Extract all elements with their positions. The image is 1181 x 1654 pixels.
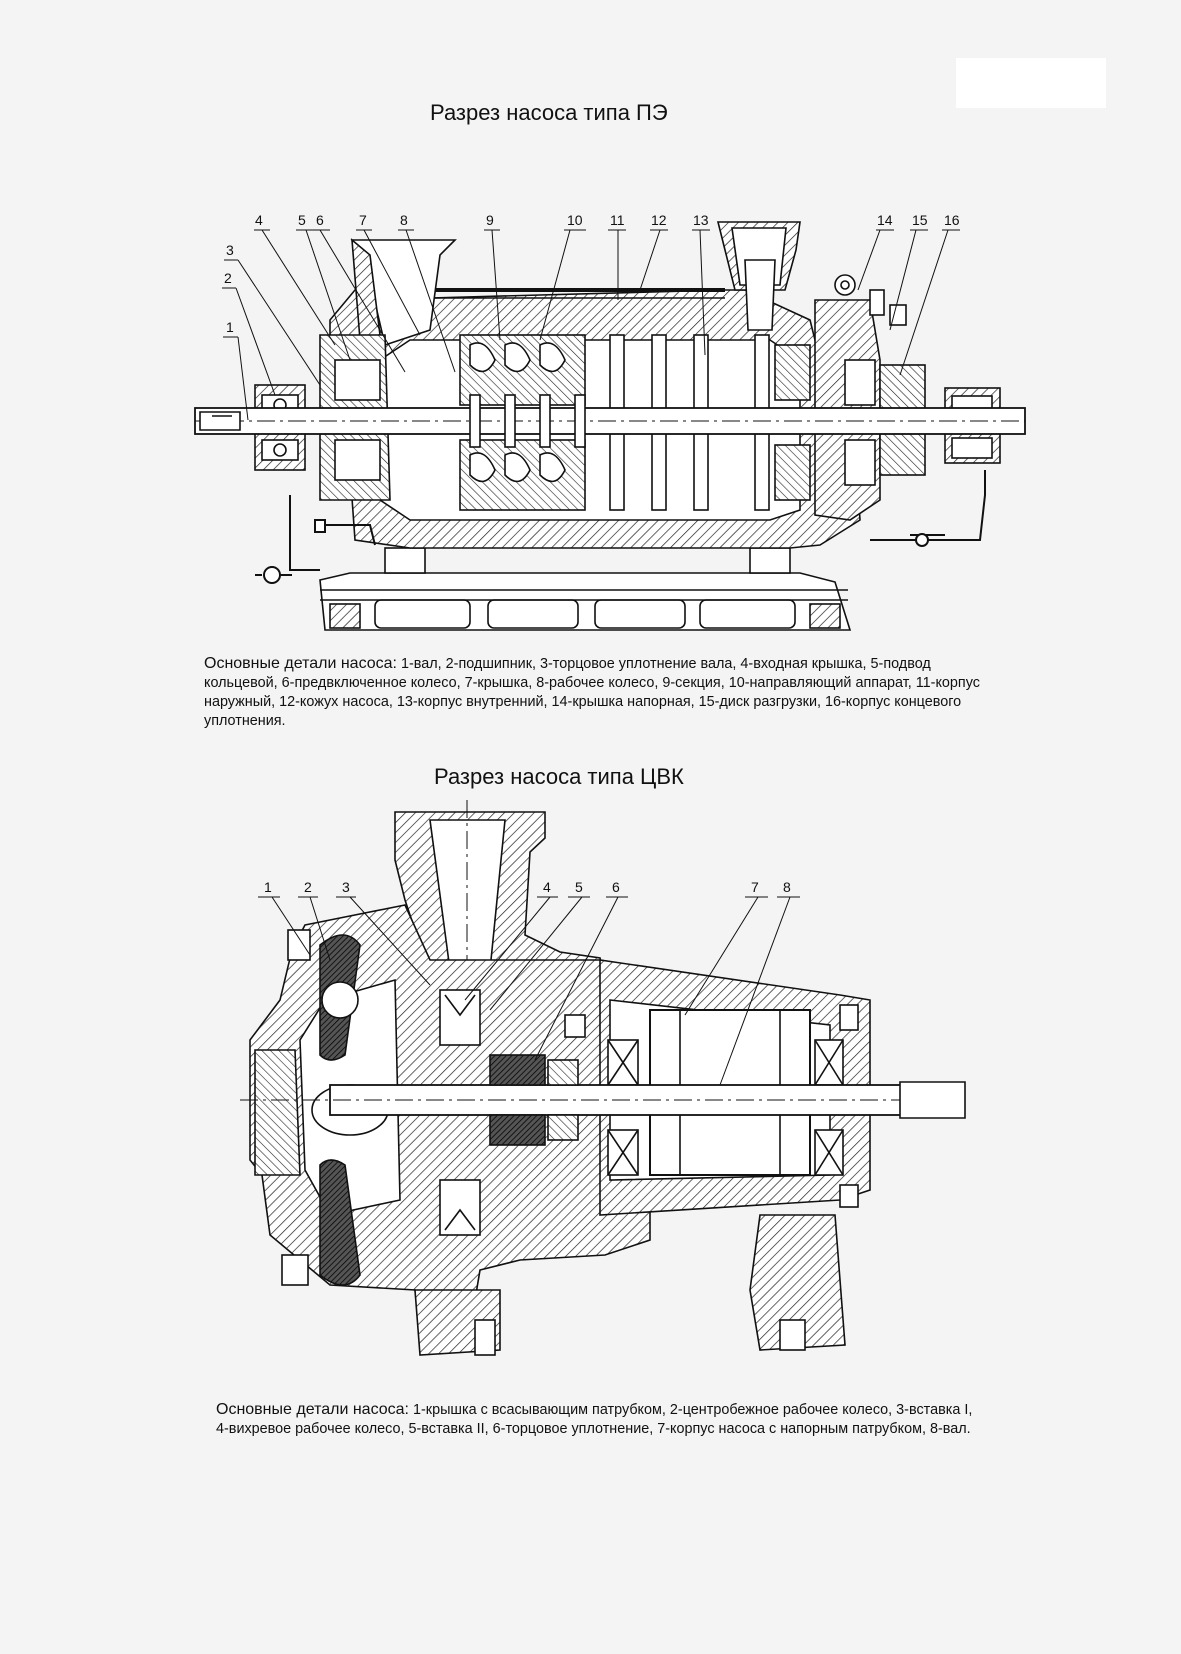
pe-callout: 16 [944, 212, 960, 228]
cvk-callout: 8 [783, 879, 791, 895]
pe-callout: 3 [226, 242, 234, 258]
pe-callout: 15 [912, 212, 928, 228]
pe-caption-body: 1-вал, 2-подшипник, 3-торцовое уплотнени… [204, 656, 980, 729]
pe-callout: 9 [486, 212, 494, 228]
pe-callout: 8 [400, 212, 408, 228]
pe-callout: 14 [877, 212, 893, 228]
cvk-mechanical-seal [489, 1054, 579, 1146]
cvk-section-title: Разрез насоса типа ЦВК [434, 764, 684, 789]
cvk-callout: 4 [543, 879, 551, 895]
cvk-callout: 2 [304, 879, 312, 895]
pe-callouts: 1 2 3 4 5 6 7 8 9 10 11 12 13 14 15 16 [222, 212, 960, 421]
pe-caption: Основные детали насоса: 1-вал, 2-подшипн… [204, 654, 1004, 731]
cvk-suction-cover [254, 1049, 301, 1176]
pe-callout: 2 [224, 270, 232, 286]
pe-callout: 6 [316, 212, 324, 228]
pe-base-frame [319, 547, 852, 631]
pe-pump-drawing [194, 221, 1026, 631]
pe-caption-lead: Основные детали насоса: [204, 655, 397, 672]
paper-patch [956, 58, 1106, 108]
pe-callout: 13 [693, 212, 709, 228]
pe-impellers [469, 394, 586, 448]
pe-callout: 1 [226, 319, 234, 335]
pe-section-title: Разрез насоса типа ПЭ [430, 100, 668, 125]
cvk-vortex-impeller [439, 989, 481, 1236]
pe-callout: 7 [359, 212, 367, 228]
cvk-callout: 3 [342, 879, 350, 895]
cvk-callout: 6 [612, 879, 620, 895]
cvk-callouts: 1 2 3 4 5 6 7 8 [258, 879, 800, 1086]
cvk-bolts [281, 929, 859, 1286]
pe-callout: 10 [567, 212, 583, 228]
cvk-callout: 5 [575, 879, 583, 895]
pe-callout: 11 [610, 212, 625, 228]
pe-callout: 12 [651, 212, 667, 228]
pe-piping [255, 470, 986, 584]
cvk-caption-lead: Основные детали насоса: [216, 1401, 409, 1418]
pe-callout: 5 [298, 212, 306, 228]
cvk-caption: Основные детали насоса: 1-крышка с всасы… [216, 1400, 976, 1439]
pe-callout: 4 [255, 212, 263, 228]
cvk-callout: 1 [264, 879, 272, 895]
cvk-callout: 7 [751, 879, 759, 895]
cvk-caption-body: 1-крышка с всасывающим патрубком, 2-цент… [216, 1402, 973, 1437]
cvk-pump-drawing [240, 800, 966, 1356]
